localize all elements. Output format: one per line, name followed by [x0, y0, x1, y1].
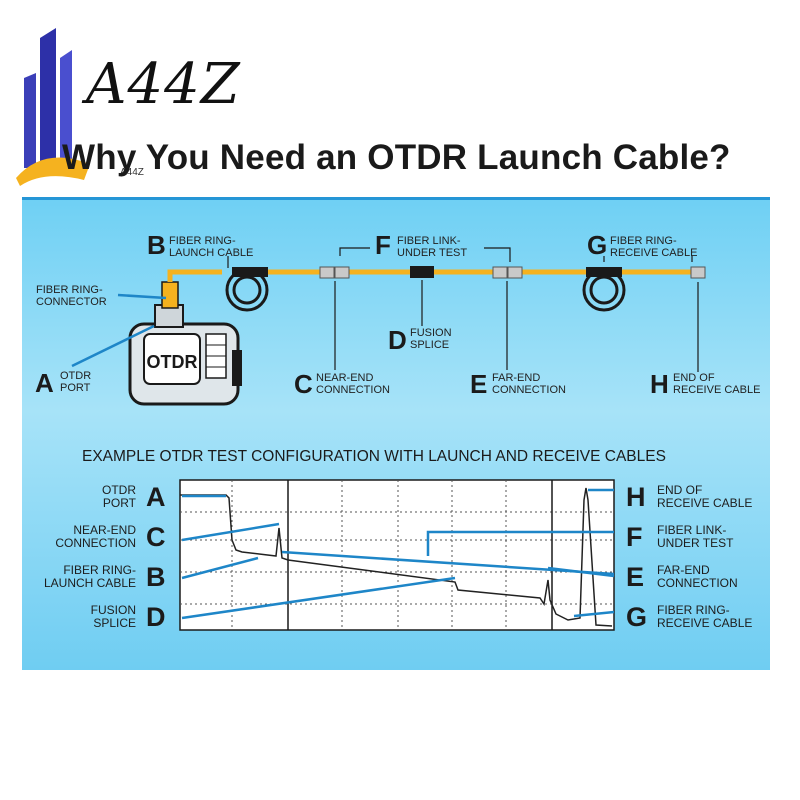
right-letter-g: G	[626, 602, 648, 632]
otdr-trace-line	[180, 487, 613, 627]
top-label-g: FIBER RING-RECEIVE CABLE	[610, 235, 698, 259]
top-letter-b: B	[147, 230, 166, 260]
top-label-f: FIBER LINK-UNDER TEST	[397, 235, 468, 259]
logo-buildings	[16, 28, 90, 186]
receive-coil-icon	[582, 267, 626, 312]
receive-end-icon	[690, 266, 706, 279]
fusion-splice-icon	[410, 266, 434, 278]
top-letter-g: G	[587, 230, 608, 260]
left-letter-d: D	[146, 602, 166, 632]
section-subheading: EXAMPLE OTDR TEST CONFIGURATION WITH LAU…	[82, 448, 666, 465]
left-letter-b: B	[146, 562, 166, 592]
right-letter-h: H	[626, 482, 646, 512]
cable-diagram: OTDR	[71, 247, 706, 406]
left-letter-c: C	[146, 522, 166, 552]
graph-frame	[179, 479, 615, 631]
right-label-g: FIBER RING-RECEIVE CABLE	[657, 603, 753, 630]
top-letter-h: H	[650, 369, 669, 399]
right-letter-f: F	[626, 522, 643, 552]
page-title: Why You Need an OTDR Launch Cable?	[62, 138, 731, 177]
right-label-f: FIBER LINK-UNDER TEST	[657, 523, 734, 550]
launch-coil-icon	[225, 267, 269, 312]
right-letter-e: E	[626, 562, 645, 592]
otdr-device-icon: OTDR	[128, 304, 242, 406]
logo-subtext: A44Z	[120, 167, 144, 178]
logo-text: A44Z	[86, 52, 241, 117]
otdr-screen-text: OTDR	[147, 352, 198, 372]
graph-pointer-lines	[181, 488, 615, 620]
top-letter-c: C	[294, 369, 313, 399]
left-label-b: FIBER RING-LAUNCH CABLE	[43, 563, 136, 590]
cable-line	[167, 269, 222, 282]
top-letter-f: F	[375, 230, 391, 260]
top-letter-a: A	[35, 368, 54, 398]
top-letter-e: E	[470, 369, 488, 399]
near-end-connector-icon	[319, 266, 350, 279]
top-label-connector: FIBER RING-CONNECTOR	[36, 284, 107, 308]
top-letter-d: D	[388, 325, 407, 355]
top-label-b: FIBER RING-LAUNCH CABLE	[169, 235, 254, 259]
far-end-connector-icon	[492, 266, 523, 279]
otdr-trace-graph	[179, 479, 615, 631]
left-letter-a: A	[146, 482, 166, 512]
